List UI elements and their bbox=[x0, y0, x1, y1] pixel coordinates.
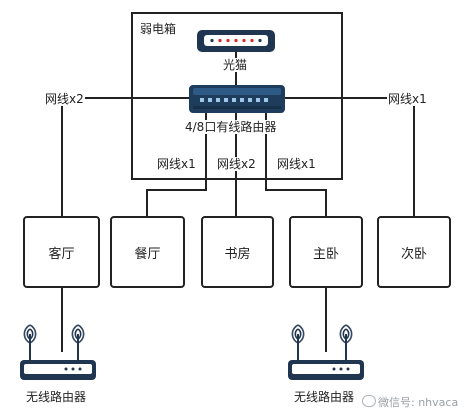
wireless-router-right-label: 无线路由器 bbox=[293, 390, 356, 404]
wireless-router-left-icon bbox=[20, 324, 96, 380]
study-cable-label: 网线x2 bbox=[216, 157, 257, 171]
master-bedroom-line bbox=[265, 112, 327, 216]
wired-router-icon bbox=[189, 85, 285, 113]
room-label: 餐厅 bbox=[134, 246, 161, 262]
room-label: 客厅 bbox=[48, 246, 75, 262]
wireless-router-right-icon bbox=[288, 324, 364, 380]
wireless-router-left-label: 无线路由器 bbox=[25, 390, 88, 404]
room-second-bedroom: 次卧 bbox=[377, 216, 451, 288]
watermark: 微信号: nhvaca bbox=[362, 394, 458, 410]
wechat-icon bbox=[362, 395, 376, 407]
cabinet-label: 弱电箱 bbox=[140, 22, 177, 36]
watermark-text: 微信号: nhvaca bbox=[378, 396, 459, 409]
living-room-cable-label: 网线x2 bbox=[44, 92, 85, 106]
room-label: 次卧 bbox=[400, 246, 427, 262]
dining-room-cable-label: 网线x1 bbox=[156, 157, 197, 171]
master-bedroom-cable-label: 网线x1 bbox=[276, 157, 317, 171]
room-master-bedroom: 主卧 bbox=[289, 216, 363, 288]
modem-label: 光猫 bbox=[222, 58, 249, 72]
second-bedroom-cable-label: 网线x1 bbox=[387, 92, 428, 106]
room-label: 书房 bbox=[224, 246, 251, 262]
room-living-room: 客厅 bbox=[23, 216, 100, 288]
room-label: 主卧 bbox=[312, 246, 339, 262]
room-dining-room: 餐厅 bbox=[110, 216, 185, 288]
modem-icon bbox=[197, 30, 275, 52]
room-study: 书房 bbox=[201, 216, 274, 288]
dining-room-line bbox=[146, 112, 207, 216]
wired-router-label: 4/8口有线路由器 bbox=[184, 120, 278, 134]
